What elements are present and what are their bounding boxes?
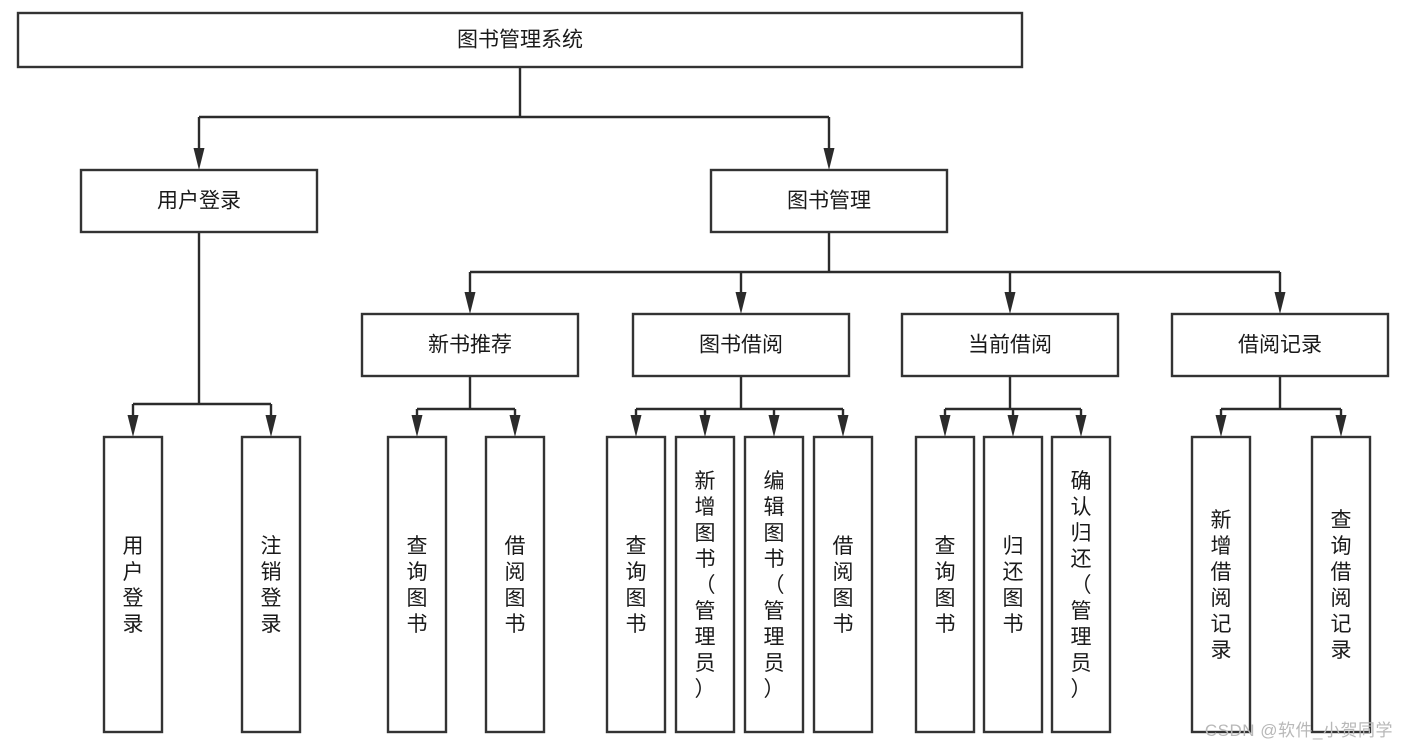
node-leaf-rec-borrow[interactable]: 借阅图书 bbox=[484, 435, 546, 734]
node-box[interactable] bbox=[982, 435, 1044, 734]
node-leaf-borrow-query[interactable]: 查询图书 bbox=[605, 435, 667, 734]
node-label: 新增图书（管理员） bbox=[695, 470, 716, 701]
edge-group-book-borrow bbox=[630, 376, 849, 437]
node-box[interactable] bbox=[102, 435, 164, 734]
node-label: 借阅图书 bbox=[505, 535, 526, 636]
node-leaf-rec-search[interactable]: 查询借阅记录 bbox=[1310, 435, 1372, 734]
arrow-head-icon bbox=[127, 415, 139, 437]
node-box[interactable] bbox=[79, 168, 319, 234]
arrow-head-icon bbox=[630, 415, 642, 437]
arrow-head-icon bbox=[1335, 415, 1347, 437]
edge-group-root bbox=[193, 67, 835, 170]
node-leaf-rec-query[interactable]: 查询图书 bbox=[386, 435, 448, 734]
arrow-head-icon bbox=[1075, 415, 1087, 437]
node-label: 图书管理系统 bbox=[457, 29, 583, 52]
node-label: 注销登录 bbox=[261, 535, 282, 636]
node-layer: 图书管理系统用户登录图书管理新书推荐图书借阅当前借阅借阅记录用户登录注销登录查询… bbox=[16, 11, 1390, 734]
arrow-head-icon bbox=[265, 415, 277, 437]
edge-group-borrow-record bbox=[1215, 376, 1347, 437]
node-label: 图书管理 bbox=[787, 190, 871, 213]
node-book-manage[interactable]: 图书管理 bbox=[709, 168, 949, 234]
node-label: 查询图书 bbox=[626, 535, 647, 636]
arrow-head-icon bbox=[823, 148, 835, 170]
arrow-head-icon bbox=[464, 292, 476, 314]
node-leaf-borrow-edit[interactable]: 编辑图书（管理员） bbox=[743, 435, 805, 734]
arrow-head-icon bbox=[411, 415, 423, 437]
node-box[interactable] bbox=[743, 435, 805, 734]
node-label: 用户登录 bbox=[157, 190, 241, 213]
arrow-head-icon bbox=[735, 292, 747, 314]
node-box[interactable] bbox=[386, 435, 448, 734]
node-box[interactable] bbox=[900, 312, 1120, 378]
node-leaf-cur-query[interactable]: 查询图书 bbox=[914, 435, 976, 734]
node-label: 新书推荐 bbox=[428, 334, 512, 357]
node-label: 新增借阅记录 bbox=[1211, 509, 1232, 662]
node-leaf-user-login[interactable]: 用户登录 bbox=[102, 435, 164, 734]
node-user-login[interactable]: 用户登录 bbox=[79, 168, 319, 234]
arrow-head-icon bbox=[509, 415, 521, 437]
node-box[interactable] bbox=[1190, 435, 1252, 734]
node-box[interactable] bbox=[484, 435, 546, 734]
node-label: 借阅图书 bbox=[833, 535, 854, 636]
edge-group-book-manage bbox=[464, 232, 1286, 314]
node-box[interactable] bbox=[1170, 312, 1390, 378]
node-box[interactable] bbox=[16, 11, 1024, 69]
arrow-head-icon bbox=[699, 415, 711, 437]
node-label: 归还图书 bbox=[1003, 535, 1024, 636]
node-box[interactable] bbox=[1050, 435, 1112, 734]
node-leaf-borrow-add[interactable]: 新增图书（管理员） bbox=[674, 435, 736, 734]
node-label: 当前借阅 bbox=[968, 334, 1052, 357]
node-label: 用户登录 bbox=[123, 535, 144, 636]
node-leaf-cur-return[interactable]: 归还图书 bbox=[982, 435, 1044, 734]
node-leaf-rec-add[interactable]: 新增借阅记录 bbox=[1190, 435, 1252, 734]
node-label: 图书借阅 bbox=[699, 334, 783, 357]
arrow-head-icon bbox=[1007, 415, 1019, 437]
arrow-head-icon bbox=[939, 415, 951, 437]
node-label: 查询借阅记录 bbox=[1331, 509, 1352, 662]
node-book-borrow[interactable]: 图书借阅 bbox=[631, 312, 851, 378]
edge-group-user-login bbox=[127, 232, 277, 437]
arrow-head-icon bbox=[1274, 292, 1286, 314]
node-box[interactable] bbox=[674, 435, 736, 734]
edge-group-new-book-rec bbox=[411, 376, 521, 437]
node-leaf-borrow-lend[interactable]: 借阅图书 bbox=[812, 435, 874, 734]
node-label: 查询图书 bbox=[935, 535, 956, 636]
arrow-head-icon bbox=[768, 415, 780, 437]
node-label: 借阅记录 bbox=[1238, 334, 1322, 357]
node-box[interactable] bbox=[914, 435, 976, 734]
node-box[interactable] bbox=[812, 435, 874, 734]
node-box[interactable] bbox=[631, 312, 851, 378]
node-box[interactable] bbox=[709, 168, 949, 234]
node-new-book-rec[interactable]: 新书推荐 bbox=[360, 312, 580, 378]
node-label: 编辑图书（管理员） bbox=[764, 470, 785, 701]
node-borrow-record[interactable]: 借阅记录 bbox=[1170, 312, 1390, 378]
arrow-head-icon bbox=[1215, 415, 1227, 437]
arrow-head-icon bbox=[837, 415, 849, 437]
node-box[interactable] bbox=[1310, 435, 1372, 734]
arrow-head-icon bbox=[193, 148, 205, 170]
node-box[interactable] bbox=[360, 312, 580, 378]
arrow-head-icon bbox=[1004, 292, 1016, 314]
node-label: 查询图书 bbox=[407, 535, 428, 636]
node-current-borrow[interactable]: 当前借阅 bbox=[900, 312, 1120, 378]
node-label: 确认归还（管理员） bbox=[1071, 470, 1092, 701]
node-leaf-cur-confirm[interactable]: 确认归还（管理员） bbox=[1050, 435, 1112, 734]
connector-layer bbox=[127, 67, 1347, 437]
node-leaf-logout[interactable]: 注销登录 bbox=[240, 435, 302, 734]
node-box[interactable] bbox=[605, 435, 667, 734]
node-root[interactable]: 图书管理系统 bbox=[16, 11, 1024, 69]
edge-group-current-borrow bbox=[939, 376, 1087, 437]
node-box[interactable] bbox=[240, 435, 302, 734]
